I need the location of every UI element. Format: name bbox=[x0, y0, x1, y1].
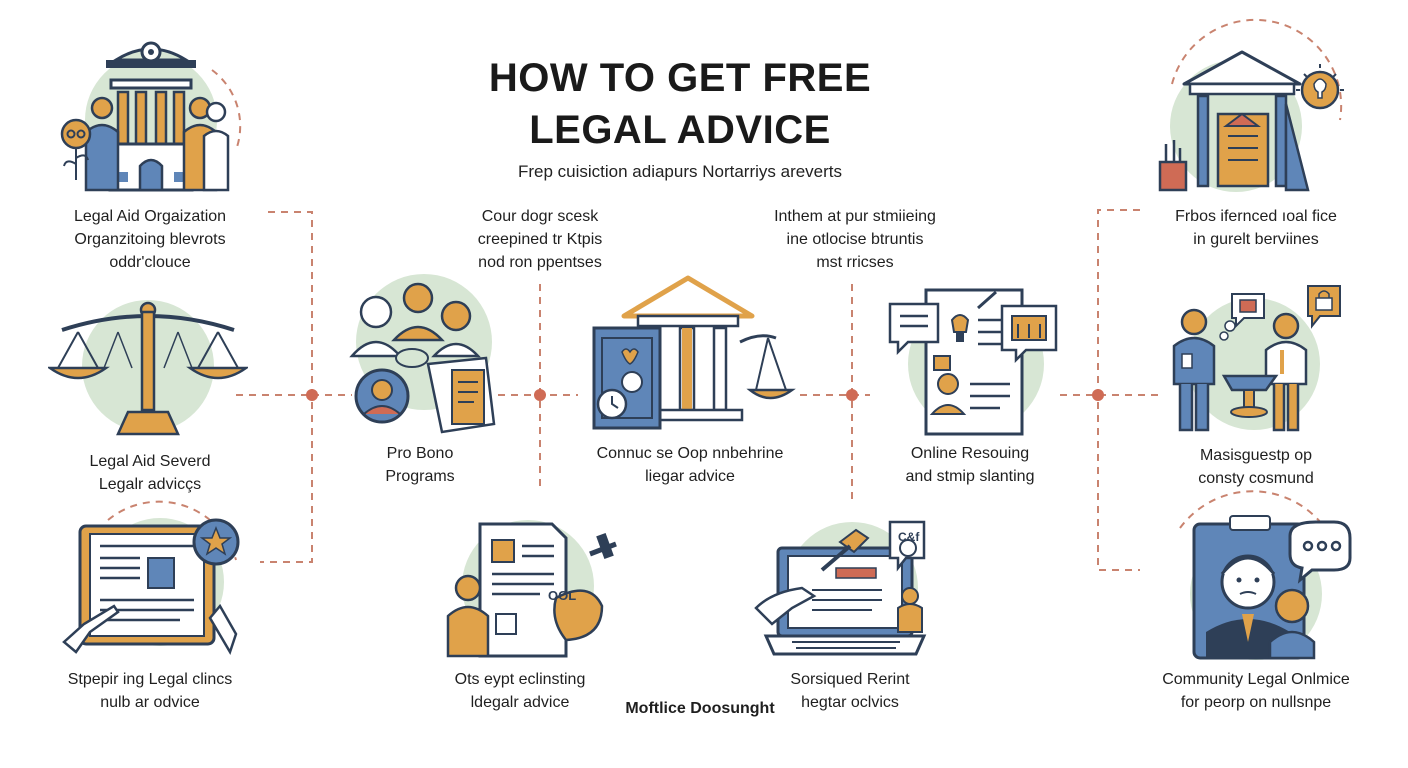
caption-pro-bono: Pro Bono Programs bbox=[330, 442, 510, 488]
bubble-glyphs: C&f bbox=[898, 530, 920, 544]
caption-line: ine otlocise btruntis bbox=[786, 231, 924, 248]
caption-line: ldegalr advice bbox=[470, 694, 570, 711]
caption-connuc: Connuc se Oop nnbehrine liegar advice bbox=[565, 442, 815, 488]
caption-online-resources: Online Resouing and stmip slanting bbox=[860, 442, 1080, 488]
caption-legal-aid-org: Legal Aid Orgaization Organzitoing blevr… bbox=[40, 205, 260, 274]
scales-of-justice-icon bbox=[48, 300, 248, 436]
caption-line: Cour dogr scesk bbox=[481, 208, 599, 225]
caption-line: Sorsiqued Rerint bbox=[790, 671, 910, 688]
connector-dot-3 bbox=[846, 389, 858, 401]
title-line-1: HOW TO GET FREE bbox=[488, 56, 872, 100]
connector-bottom-left-arc bbox=[107, 500, 237, 561]
caption-line: consty cosmund bbox=[1198, 470, 1314, 487]
caption-legal-clinics: Stpepir ing Legal clincs nulb ar odvice bbox=[30, 668, 270, 714]
caption-line: Organzitoing blevrots bbox=[74, 231, 226, 248]
connector-top-left-arc bbox=[211, 69, 242, 151]
caption-line: nod ron ppentses bbox=[478, 254, 602, 271]
clipboard-gavel-icon bbox=[446, 520, 617, 658]
caption-line: Frbos ifernced ıoal fice bbox=[1175, 208, 1337, 225]
caption-frbos: Frbos ifernced ıoal fice in gurelt bervi… bbox=[1136, 205, 1376, 251]
caption-line: Legal Aid Severd bbox=[89, 453, 211, 470]
caption-line: and stmip slanting bbox=[905, 468, 1035, 485]
caption-line: Online Resouing bbox=[910, 445, 1030, 462]
consultation-icon bbox=[1172, 285, 1341, 432]
connector-left-bracket bbox=[260, 211, 313, 563]
caption-line: for peorp on nullsnpe bbox=[1180, 694, 1332, 711]
courthouse-bulb-icon bbox=[1158, 50, 1344, 192]
caption-line: liegar advice bbox=[645, 468, 735, 485]
caption-line: mst rricses bbox=[816, 254, 894, 271]
caption-line: Ots eypt eclinsting bbox=[454, 671, 586, 688]
caption-line: Community Legal Onlmice bbox=[1162, 671, 1350, 688]
caption-line: Programs bbox=[385, 468, 455, 485]
caption-community: Community Legal Onlmice for peorp on nul… bbox=[1126, 668, 1386, 714]
lawyers-group-icon bbox=[349, 274, 496, 434]
connector-dot-4 bbox=[1092, 389, 1104, 401]
caption-line: Masisguestp op bbox=[1199, 447, 1313, 464]
caption-line: Inthem at pur stmiieing bbox=[774, 208, 936, 225]
caption-line: Pro Bono bbox=[386, 445, 454, 462]
caption-line: Stpepir ing Legal clincs bbox=[67, 671, 233, 688]
bubble-text: OOL bbox=[548, 588, 577, 603]
connector-top-right-arc bbox=[1171, 18, 1343, 121]
advisor-chat-icon bbox=[1190, 515, 1352, 660]
caption-court-dogr: Cour dogr scesk creepined tr Ktpis nod r… bbox=[430, 205, 650, 274]
caption-sorsiqued: Sorsiqued Rerint hegtar oclvics bbox=[740, 668, 960, 714]
caption-line: oddr'clouce bbox=[109, 254, 191, 271]
columns-scales-icon bbox=[592, 275, 796, 430]
caption-line: hegtar oclvics bbox=[801, 694, 899, 711]
connector-dot-1 bbox=[306, 389, 318, 401]
courthouse-people-icon bbox=[60, 41, 230, 192]
document-tablet-icon bbox=[62, 518, 240, 656]
caption-ots-eypt: Ots eypt eclinsting ldegalr advice bbox=[410, 668, 630, 714]
caption-line: Legalr advicçs bbox=[98, 476, 202, 493]
caption-line: in gurelt berviines bbox=[1193, 231, 1319, 248]
laptop-gavel-icon bbox=[754, 520, 927, 656]
caption-line: nulb ar odvice bbox=[100, 694, 200, 711]
connector-dot-2 bbox=[534, 389, 546, 401]
caption-line: Connuc se Oop nnbehrine bbox=[596, 445, 784, 462]
footer-label: Moftlice Doosunght bbox=[625, 700, 775, 717]
subtitle: Frep cuisiction adiapurs Nortarriys arev… bbox=[517, 162, 843, 181]
page-title: HOW TO GET FREE LEGAL ADVICE bbox=[420, 52, 940, 156]
title-line-2: LEGAL ADVICE bbox=[529, 108, 831, 152]
caption-inthem: Inthem at pur stmiieing ine otlocise btr… bbox=[735, 205, 975, 274]
caption-masisgue: Masisguestp op consty cosmund bbox=[1146, 444, 1366, 490]
caption-legal-aid-served: Legal Aid Severd Legalr advicçs bbox=[40, 450, 260, 496]
document-chat-icon bbox=[888, 288, 1058, 436]
caption-line: Legal Aid Orgaization bbox=[73, 208, 227, 225]
connector-right-bracket bbox=[1097, 209, 1140, 571]
caption-line: creepined tr Ktpis bbox=[477, 231, 603, 248]
